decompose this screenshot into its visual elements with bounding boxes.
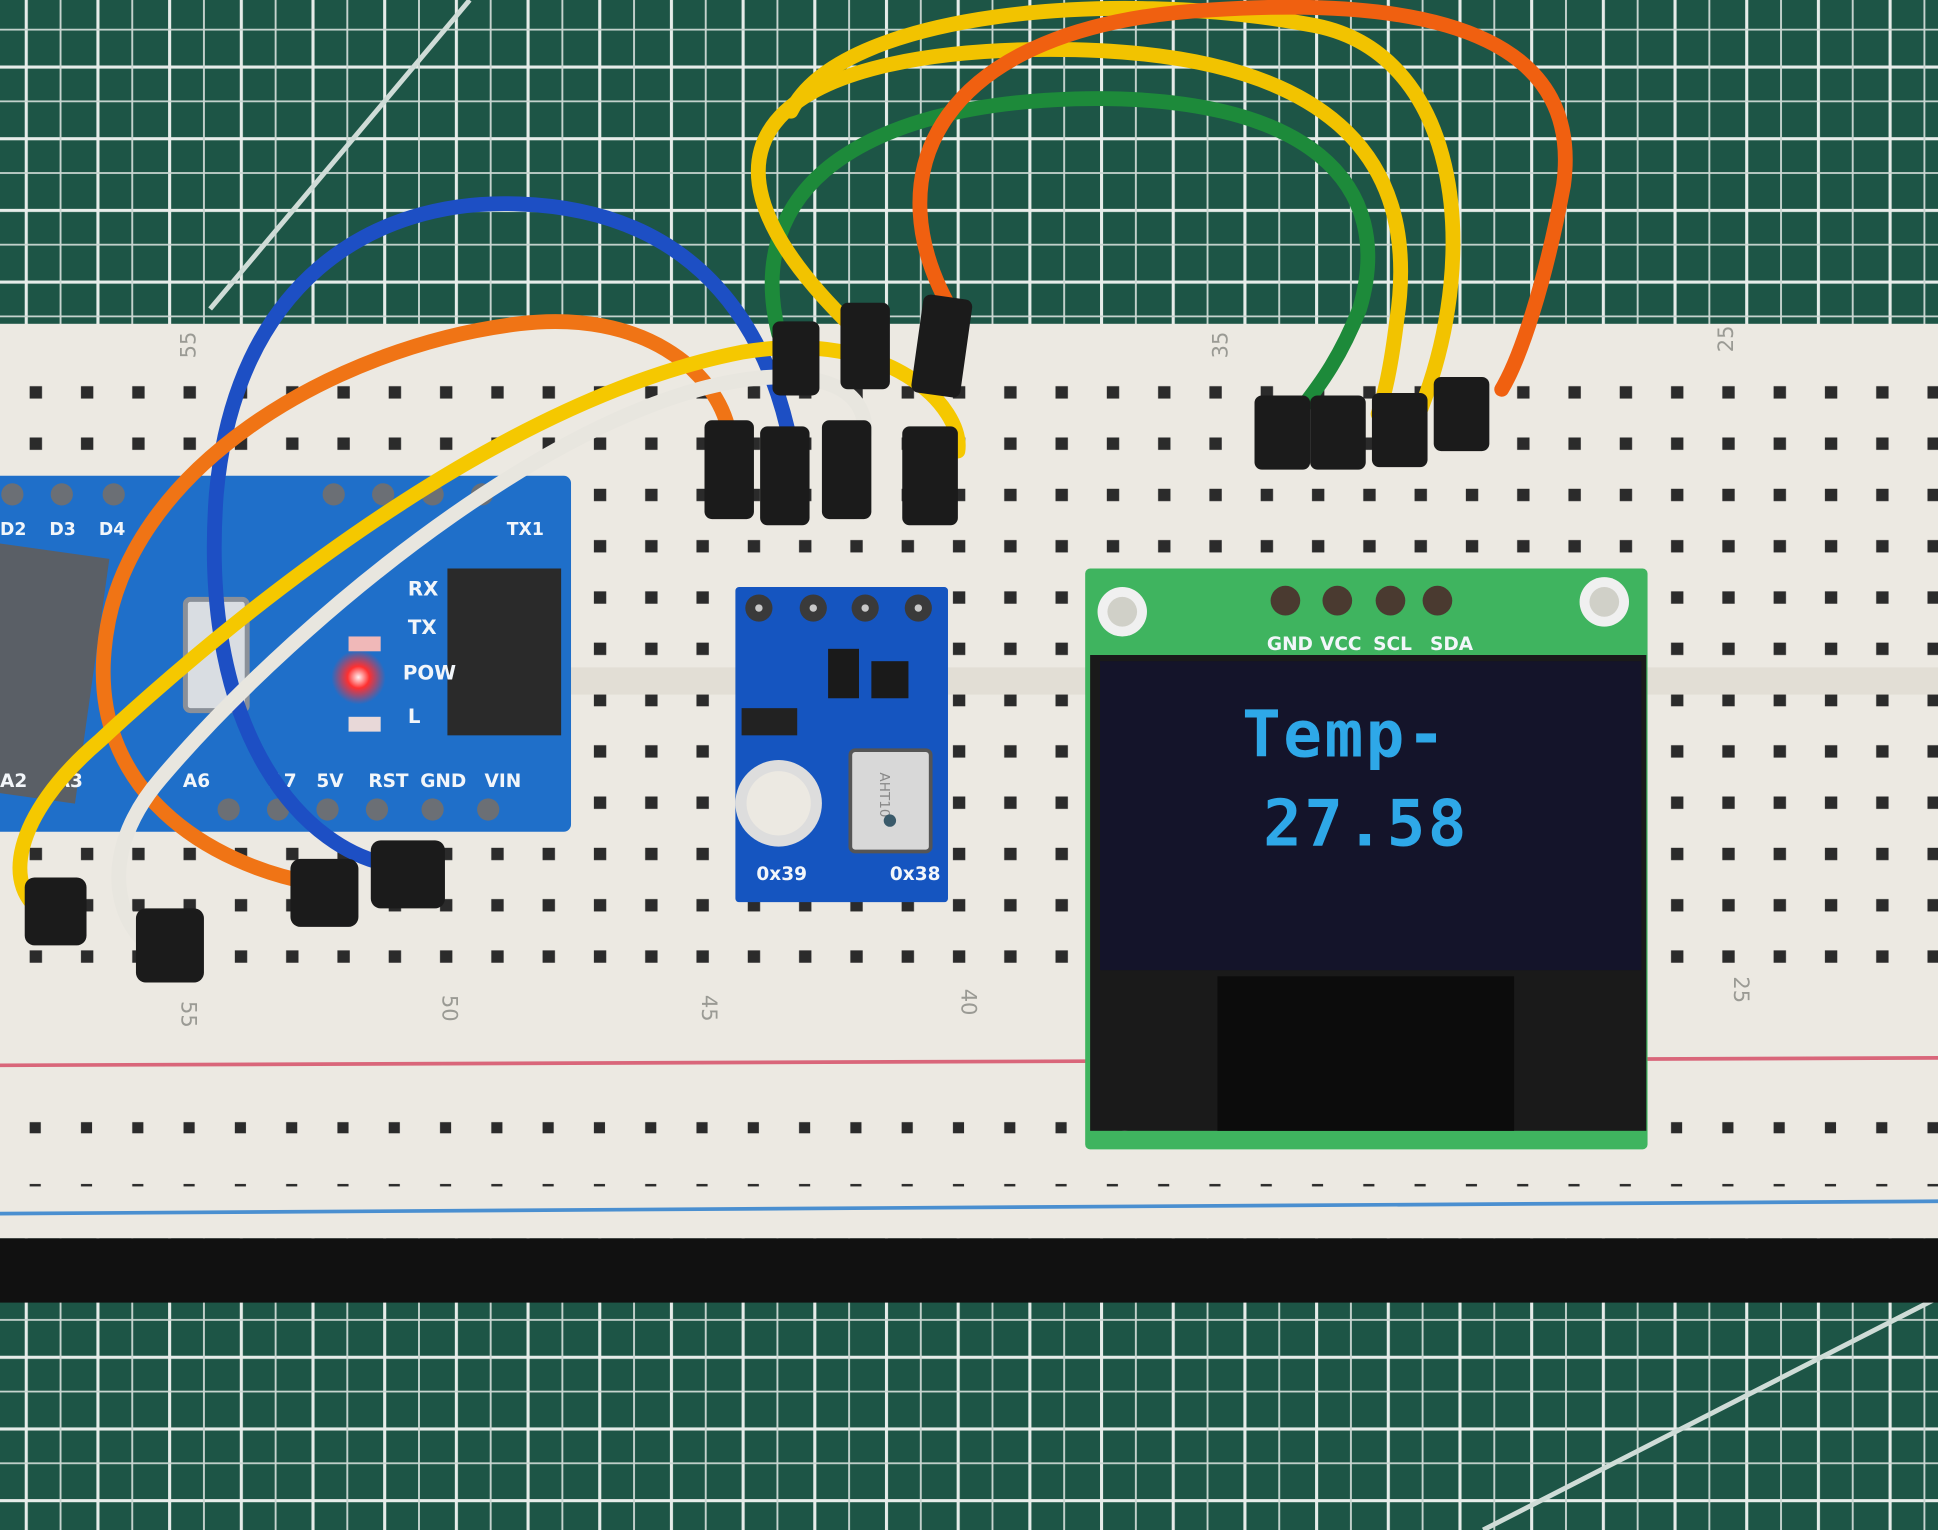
address-label-0x39: 0x39 xyxy=(756,864,807,885)
chip-marking: AHT10 xyxy=(876,772,892,817)
pin-row-top xyxy=(1,483,494,506)
row-number-bottom: 40 xyxy=(957,989,982,1016)
pin-label-sda: SDA xyxy=(1430,634,1474,655)
oled-line-temp-label: Temp- xyxy=(1242,697,1448,772)
pin-label: RST xyxy=(368,771,409,792)
pin-label-gnd: GND xyxy=(1267,634,1313,655)
label-rx: RX xyxy=(408,578,438,601)
wire-blue xyxy=(206,196,799,873)
pin-label: VIN xyxy=(485,771,522,792)
microcontroller-chip xyxy=(0,542,110,804)
pin-label: 5V xyxy=(316,771,344,792)
wire-orange xyxy=(95,314,737,892)
icsp-header xyxy=(447,568,562,736)
pin-label: A6 xyxy=(183,771,210,792)
aht10-chip xyxy=(848,748,933,854)
pin-label: D3 xyxy=(49,520,75,540)
power-rail-blue-line xyxy=(0,1199,1938,1216)
row-number-top: 25 xyxy=(1713,325,1738,352)
pin-label-scl: SCL xyxy=(1373,634,1412,655)
pin-label: A2 xyxy=(0,771,27,792)
wire-yellow-3 xyxy=(783,0,1461,416)
wire-yellow xyxy=(12,340,966,922)
aht10-sensor-module: AHT10 0x39 0x38 xyxy=(735,587,948,903)
wire-connectors xyxy=(24,294,1490,983)
mat-diagonal-line xyxy=(208,0,1938,1530)
oled-display-module: GND VCC SCL SDA Temp- 27.58 xyxy=(1085,568,1648,1150)
oled-screen xyxy=(1100,661,1642,971)
row-number-bottom: 45 xyxy=(697,995,722,1022)
oled-line-temp-value: 27.58 xyxy=(1263,786,1469,861)
row-number-bottom: 55 xyxy=(177,1001,202,1028)
label-tx: TX xyxy=(408,616,437,639)
pin-label: D2 xyxy=(0,520,26,540)
pow-led-icon xyxy=(331,650,386,705)
row-number-bottom: 50 xyxy=(437,995,462,1022)
wire-green xyxy=(764,91,1376,422)
jumper-wires xyxy=(12,0,1573,983)
row-number-top: 55 xyxy=(175,332,200,359)
label-l: L xyxy=(408,705,421,728)
pin-label: GND xyxy=(420,771,466,792)
pin-label: D4 xyxy=(99,520,125,540)
row-number-bottom: 25 xyxy=(1729,976,1754,1003)
pin-label: TX1 xyxy=(507,520,544,540)
label-pow: POW xyxy=(403,662,456,685)
wire-yellow-2 xyxy=(751,42,1409,422)
wire-orange-2 xyxy=(912,0,1573,397)
row-number-top: 35 xyxy=(1207,332,1232,359)
address-label-0x38: 0x38 xyxy=(890,864,941,885)
pin-label-vcc: VCC xyxy=(1320,634,1362,655)
